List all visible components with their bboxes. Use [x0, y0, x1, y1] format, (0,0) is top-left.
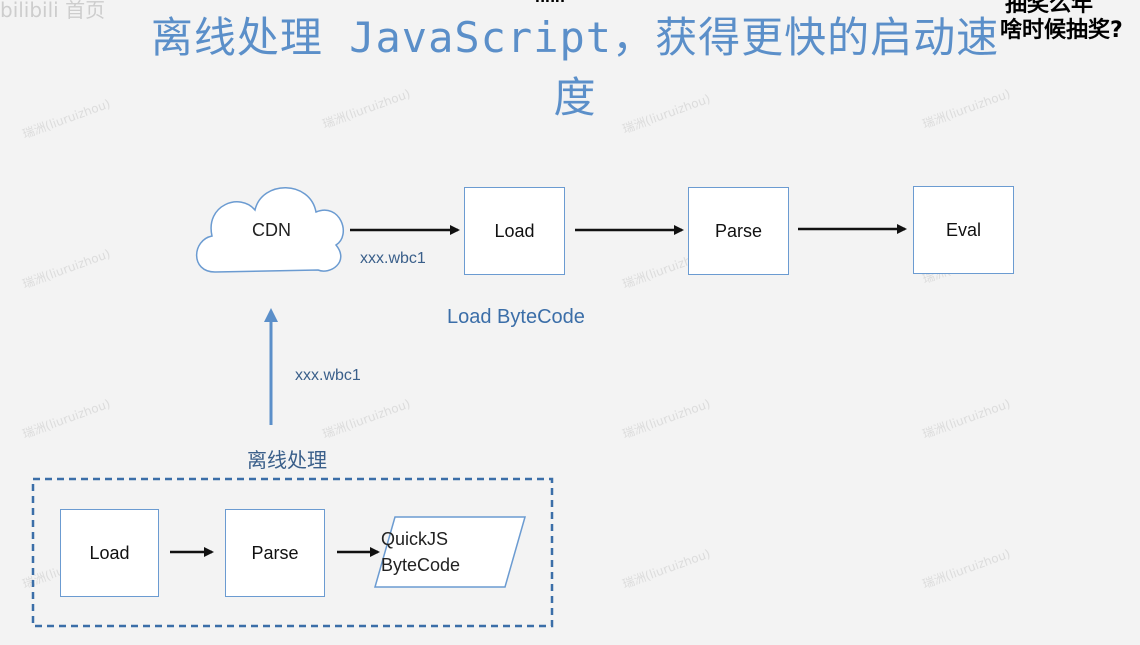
slide-title-line2: 度: [553, 73, 597, 122]
bilibili-logo: bilibili 首页: [0, 0, 106, 22]
top-step-parse-label: Parse: [714, 220, 763, 241]
top-step-parse: Parse: [688, 187, 789, 275]
slide-title: 离线处理 JavaScript，获得更快的启动速 度: [60, 8, 1090, 128]
offline-container: [31, 477, 554, 628]
slide-title-line1: 离线处理 JavaScript，获得更快的启动速: [150, 13, 1000, 62]
offline-step-load: Load: [60, 509, 159, 597]
cdn-label: CDN: [252, 220, 291, 240]
top-step-eval: Eval: [913, 186, 1014, 274]
vertical-arrow-label: xxx.wbc1: [295, 367, 361, 384]
offline-process-label: 离线处理: [247, 450, 327, 472]
bytecode-output-shape: [374, 516, 526, 588]
offline-step-parse-label: Parse: [251, 542, 299, 563]
top-step-load-label: Load: [494, 220, 535, 241]
bytecode-output-line1: QuickJS: [381, 529, 449, 549]
danmaku-top-right-2: 啥时候抽奖?: [1000, 18, 1123, 43]
danmaku-top-right-1: 抽奖么年: [1005, 0, 1094, 17]
top-step-eval-label: Eval: [945, 219, 981, 240]
danmaku-top-center: hhh: [535, 0, 565, 6]
offline-step-parse: Parse: [225, 509, 325, 597]
cdn-cloud-shape: [196, 187, 345, 273]
bytecode-output-line2: ByteCode: [381, 555, 461, 575]
offline-step-load-label: Load: [89, 542, 130, 563]
load-bytecode-caption: Load ByteCode: [447, 306, 585, 328]
top-step-load: Load: [464, 187, 565, 275]
top-arrow-label: xxx.wbc1: [360, 250, 426, 267]
